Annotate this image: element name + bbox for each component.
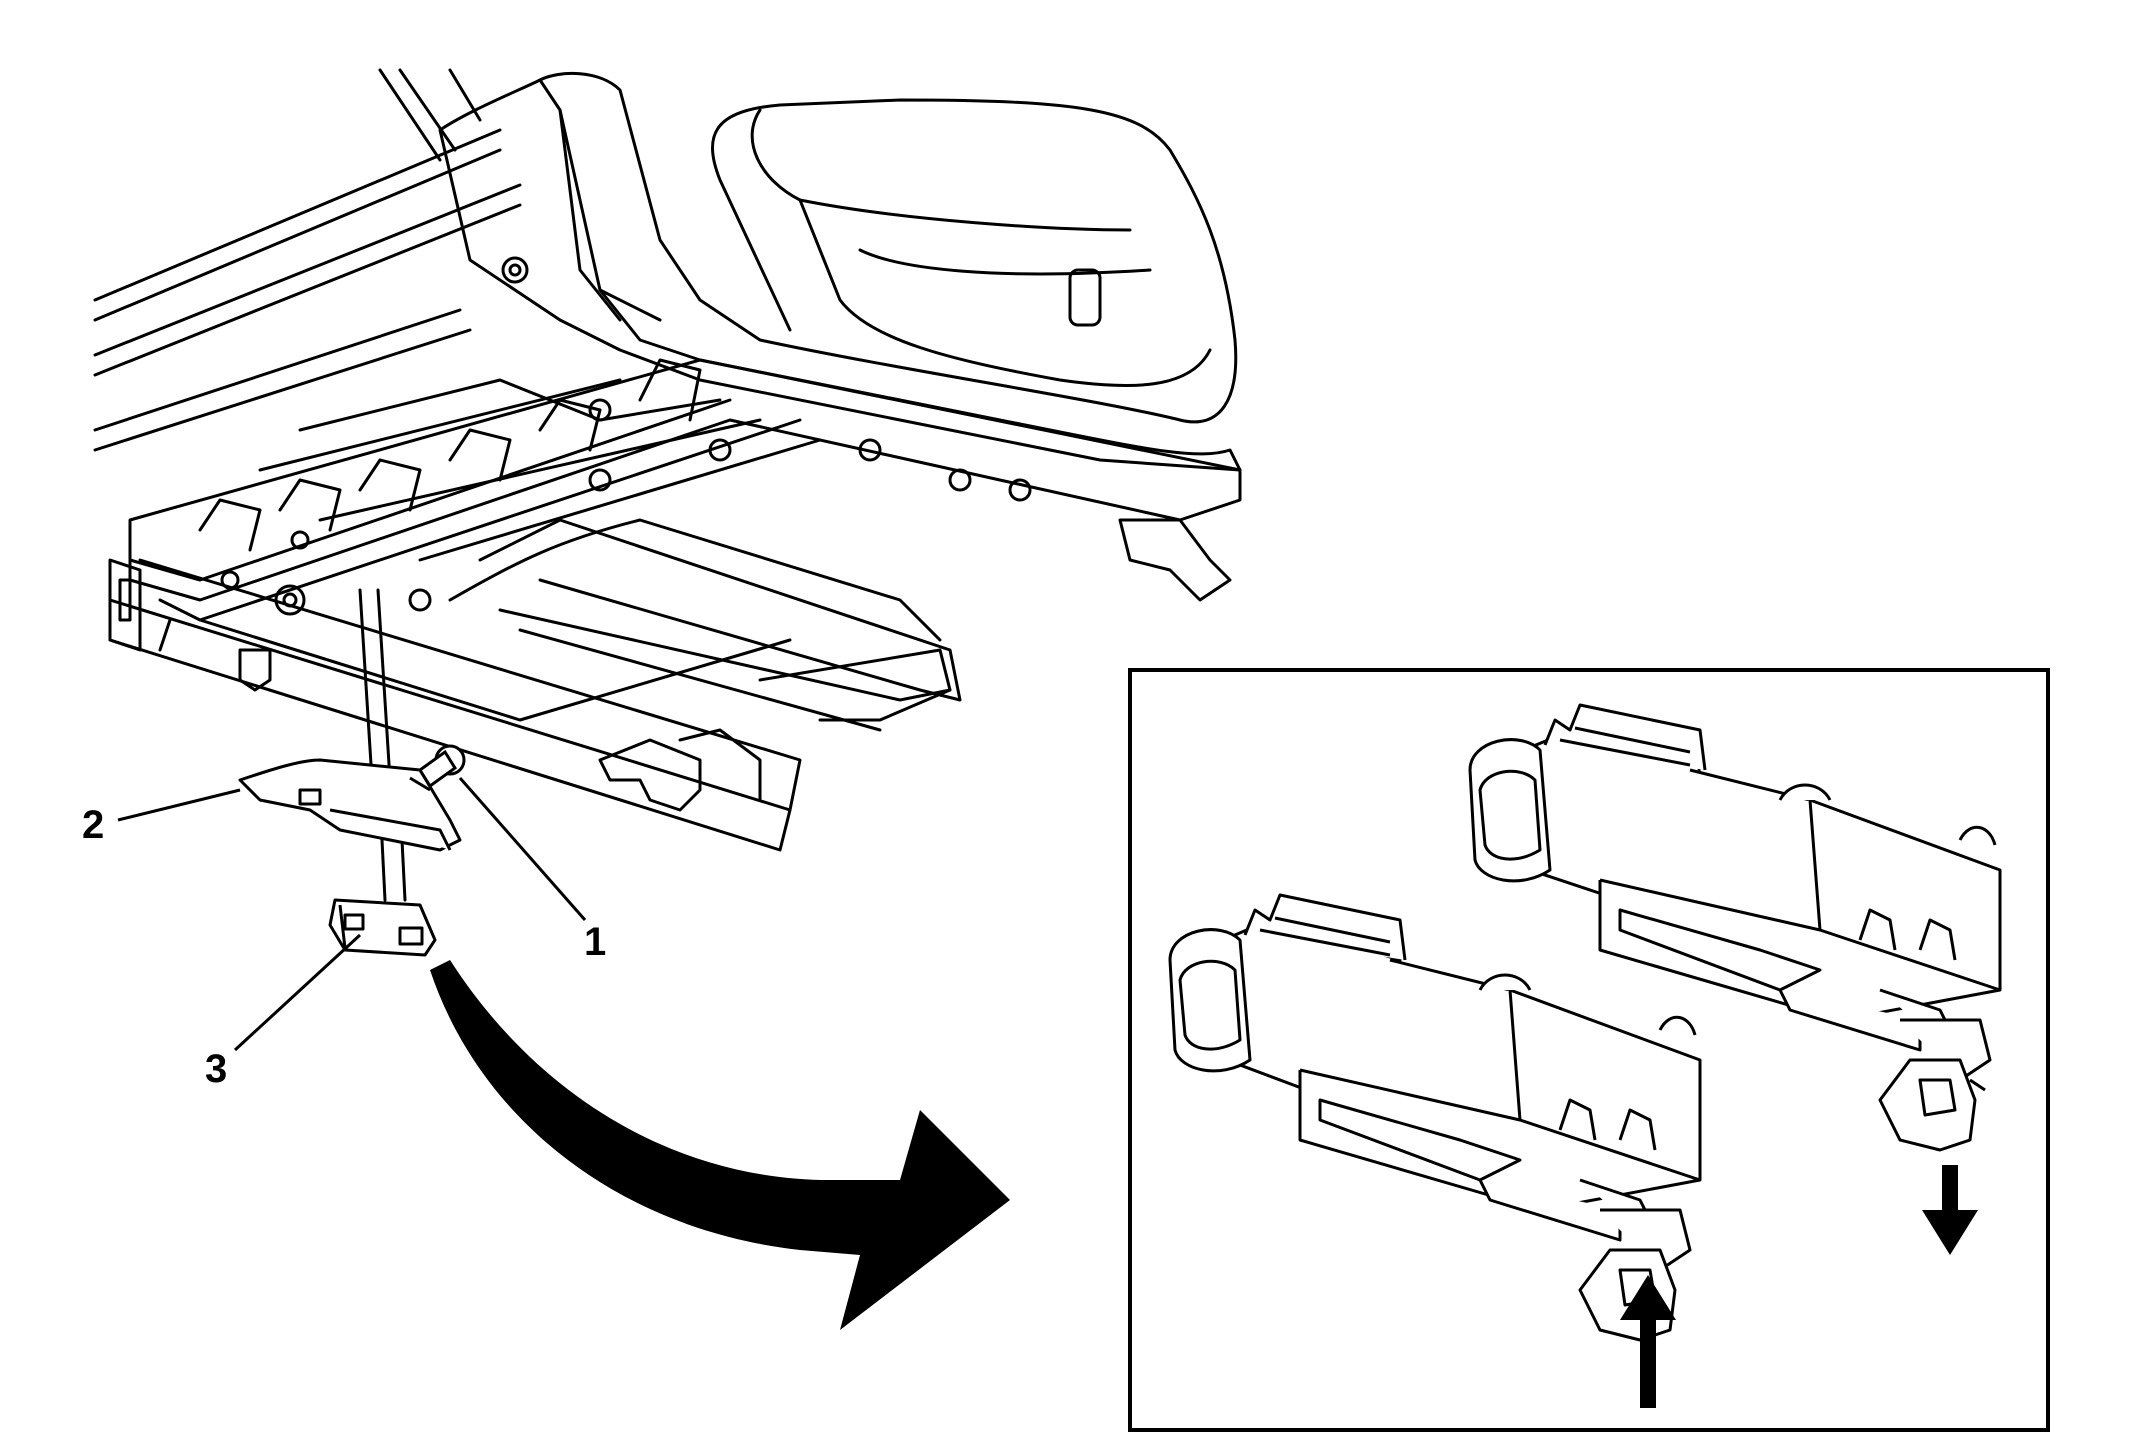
floor-rails [93,68,522,452]
seat-frame [108,358,1242,852]
seat-assembly [93,68,1242,902]
arrow-up-icon [1620,1275,1676,1408]
callout-3: 3 [205,1047,227,1091]
callout-2: 2 [82,803,104,847]
connector-component-3 [328,898,437,957]
wiring-harness [358,588,407,902]
detail-view [1128,668,2050,1432]
arrow-down-icon [1922,1165,1978,1255]
connector-upper [1468,703,2002,1152]
connector-lower [1168,893,1702,1342]
curved-arrow-icon [430,960,1010,1330]
callout-1: 1 [584,920,606,964]
bolt-component-1 [409,744,466,792]
leader-lines [117,777,587,1052]
seat-cushion [438,71,1242,472]
bracket-component-2 [238,758,462,852]
